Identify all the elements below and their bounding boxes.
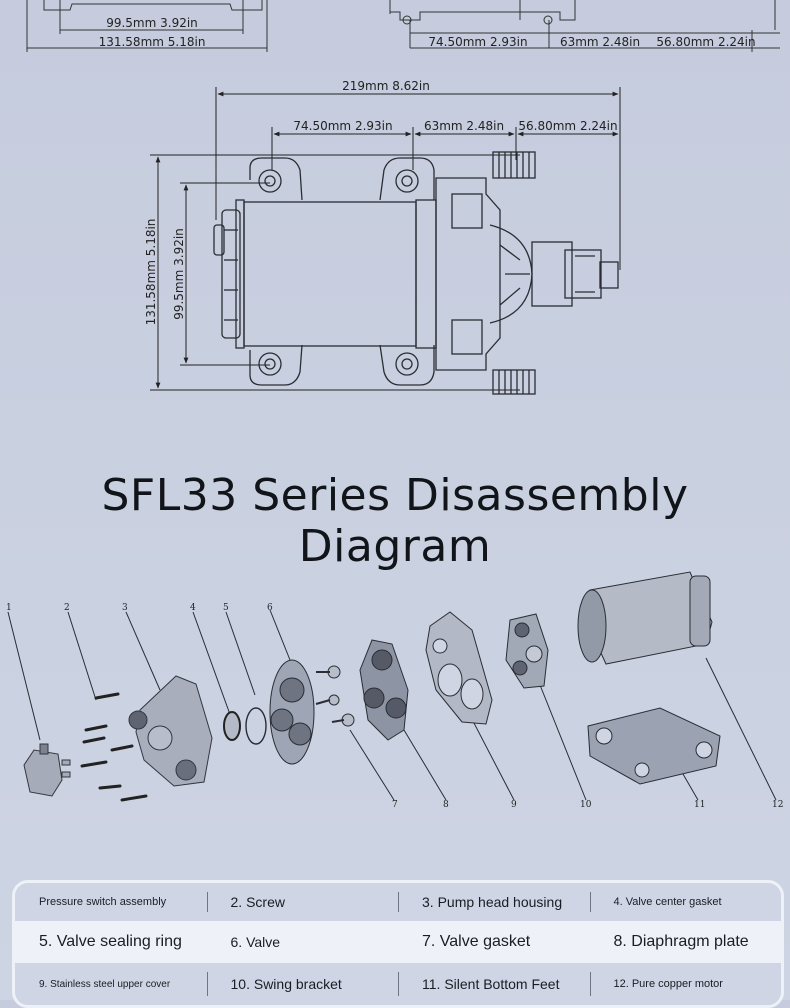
exploded-view-diagram: 1 2 3 4 5 6 7 8 9 10 11 12	[6, 571, 783, 810]
part-copper-motor	[577, 571, 713, 665]
top-right-dim-a: 74.50mm 2.93in	[428, 35, 527, 49]
legend-row: Pressure switch assembly 2. Screw 3. Pum…	[15, 883, 781, 921]
top-dimension-strip: 99.5mm 3.92in 131.58mm 5.18in 74.50mm 2.…	[26, 0, 780, 52]
legend-item-3: 3. Pump head housing	[398, 883, 590, 921]
part-swing-bracket	[505, 613, 549, 689]
legend-item-7: 7. Valve gasket	[422, 933, 531, 950]
parts-legend-table: Pressure switch assembly 2. Screw 3. Pum…	[12, 880, 784, 1008]
part-number-6: 6	[267, 603, 273, 613]
part-pressure-switch	[23, 743, 71, 797]
part-silent-bottom-feet	[587, 707, 721, 785]
dim-seg-c: 56.80mm 2.24in	[518, 119, 617, 133]
legend-item-8: 8. Diaphragm plate	[613, 933, 749, 950]
part-number-7: 7	[392, 800, 398, 810]
dim-height-outer: 131.58mm 5.18in	[144, 219, 158, 326]
legend-item-4: 4. Valve center gasket	[589, 883, 782, 921]
part-number-1: 1	[6, 603, 12, 613]
dim-seg-a: 74.50mm 2.93in	[293, 119, 392, 133]
part-screws	[80, 692, 148, 802]
pump-top-view	[213, 151, 619, 395]
legend-row: 5. Valve sealing ring 6. Valve 7. Valve …	[15, 921, 781, 963]
part-number-12: 12	[772, 800, 783, 810]
dim-overall-length: 219mm 8.62in	[342, 79, 430, 93]
page-title: SFL33 Series Disassembly Diagram	[101, 470, 689, 572]
dim-height-inner: 99.5mm 3.92in	[172, 228, 186, 320]
part-valve-gaskets	[315, 665, 355, 727]
top-left-outer-dim: 131.58mm 5.18in	[99, 35, 206, 49]
part-upper-cover	[425, 611, 493, 725]
part-number-5: 5	[223, 603, 229, 613]
legend-row: 9. Stainless steel upper cover 10. Swing…	[15, 963, 781, 1005]
part-valve-sealing-ring	[245, 707, 267, 745]
legend-item-9: 9. Stainless steel upper cover	[39, 978, 171, 990]
part-number-9: 9	[511, 800, 517, 810]
part-number-8: 8	[443, 800, 449, 810]
legend-item-5: 5. Valve sealing ring	[39, 933, 182, 950]
part-pump-head-housing	[128, 675, 213, 787]
part-number-10: 10	[580, 800, 592, 810]
top-right-dim-c: 56.80mm 2.24in	[656, 35, 755, 49]
part-valve-center-gasket	[223, 711, 241, 741]
part-diaphragm-plate	[359, 639, 409, 741]
legend-item-11: 11. Silent Bottom Feet	[398, 963, 590, 1005]
part-number-4: 4	[190, 603, 196, 613]
pump-dimension-drawing: 219mm 8.62in 74.50mm 2.93in 63mm 2.48in …	[144, 79, 621, 395]
part-number-3: 3	[122, 603, 128, 613]
part-number-11: 11	[694, 800, 705, 810]
legend-item-6: 6. Valve	[230, 934, 281, 950]
legend-item-1: Pressure switch assembly	[39, 896, 167, 908]
legend-item-12: 12. Pure copper motor	[589, 963, 782, 1005]
dim-seg-b: 63mm 2.48in	[424, 119, 504, 133]
part-number-2: 2	[64, 603, 70, 613]
top-left-inner-dim: 99.5mm 3.92in	[106, 16, 198, 30]
part-valve	[269, 659, 315, 765]
legend-item-2: 2. Screw	[206, 883, 399, 921]
top-right-dim-b: 63mm 2.48in	[560, 35, 640, 49]
legend-item-10: 10. Swing bracket	[206, 963, 399, 1005]
